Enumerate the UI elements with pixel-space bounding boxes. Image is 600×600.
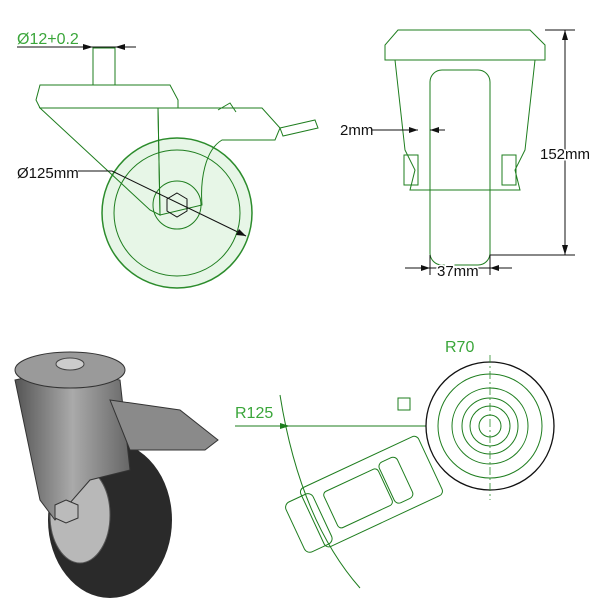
- shaft: [92, 47, 116, 86]
- swivel-radius-arc: [279, 394, 361, 589]
- shaft-diameter-label: Ø12+0.2: [17, 31, 79, 48]
- wheel-width-label: 37mm: [437, 263, 479, 280]
- top-fork: [299, 435, 443, 548]
- front-fork: [394, 59, 536, 191]
- top-view: R125 R70: [235, 339, 555, 589]
- diameter-dimension-line: [111, 170, 247, 237]
- brake-pedal: [279, 119, 319, 137]
- wheel-diameter-label: Ø125mm: [17, 165, 79, 182]
- swivel-radius-label: R125: [235, 405, 273, 422]
- caster-photo: [14, 351, 219, 598]
- front-view: 2mm 152mm 37mm: [340, 29, 592, 282]
- height-label: 152mm: [540, 146, 590, 163]
- brake-bracket: [157, 107, 281, 216]
- axle-nut-icon: [166, 192, 188, 218]
- top-plate: [35, 84, 179, 109]
- side-view: Ø12+0.2 Ø125mm: [17, 31, 319, 289]
- photo-brake: [109, 399, 219, 451]
- clearance-label: 2mm: [340, 122, 373, 139]
- front-wheel: [429, 69, 491, 266]
- wheel-radius-label: R70: [445, 339, 474, 356]
- wheel-outline: [101, 137, 253, 289]
- front-top-plate: [384, 29, 546, 61]
